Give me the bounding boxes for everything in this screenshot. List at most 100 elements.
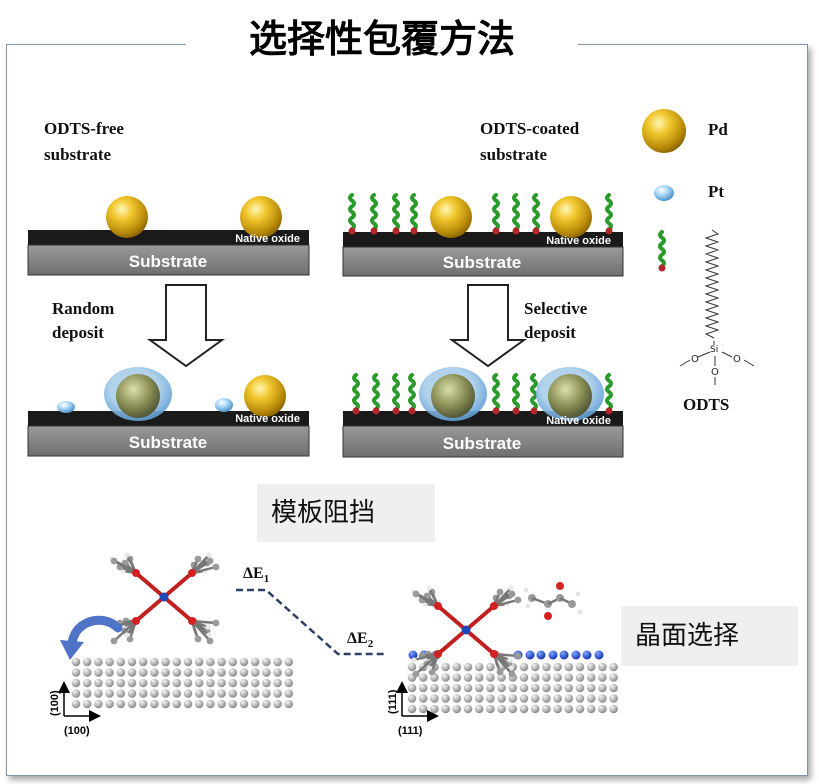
atom [217,657,226,667]
atom [463,683,473,693]
atom [116,699,126,709]
atom [228,678,238,688]
bond [162,571,194,599]
atom [407,662,417,672]
adsorbed-pt-atom [582,650,592,660]
axes-111: (111) (111) [387,681,439,737]
atom [217,689,226,698]
odts-anchor [605,227,613,235]
adsorbed-pt-atom [559,650,569,660]
bond [162,595,194,623]
atom [514,652,522,660]
atom [553,704,562,714]
atom [262,678,271,688]
native-oxide-label: Native oxide [235,233,300,245]
atom [217,668,226,677]
atom [194,699,204,709]
atom [105,657,114,667]
atom [577,609,583,615]
atom [542,673,551,682]
pd-particle [430,196,472,238]
atom [212,619,220,627]
odts-chain [492,193,500,231]
atom [486,694,495,703]
atom [161,657,170,667]
atom [138,657,148,667]
axes-100: (100) (100) [49,681,101,737]
atom [284,668,294,677]
adsorbed-pt-atom [525,650,535,660]
atom [542,662,551,672]
odts-anchor [392,227,400,235]
native-oxide-label: Native oxide [546,235,611,247]
substrate-label: Substrate [443,253,521,272]
atom [82,689,92,698]
oxygen-atom [434,650,442,658]
bond [191,565,217,575]
atom [161,689,170,698]
atom [586,662,596,672]
axis-x-label: (100) [64,725,90,737]
legend-odts-label: ODTS [683,395,729,414]
atom [474,662,484,672]
odts-o-label: O [711,367,719,378]
atom [418,673,428,682]
odts-coated-header-line2: substrate [480,145,548,164]
substrate-label: Substrate [129,252,207,271]
atom [127,678,137,688]
atom [150,657,159,667]
odts-chain [372,373,380,411]
atom [183,678,193,688]
odts-anchor [492,407,500,415]
atom [452,683,462,693]
odts-chain [605,373,613,411]
atom [452,673,462,682]
atom [239,689,249,698]
pd-particle [240,196,282,238]
panel-random-deposit-result: Native oxide Substrate [27,367,310,457]
bond [493,653,513,675]
atom [105,668,114,677]
pd-core [548,374,592,418]
atom [161,699,170,709]
atom [284,699,294,709]
odts-chain [370,193,378,231]
atom [206,557,214,565]
legend-pt-label: Pt [708,182,724,201]
odts-monolayer [352,373,613,415]
panel-odts-coated-before: Native oxide Substrate [342,193,624,277]
atom [138,668,148,677]
atom [598,704,607,714]
adsorbed-pt-atom [536,650,546,660]
odts-anchor [605,407,613,415]
atom [463,694,473,703]
energy-profile-line [236,588,384,656]
atom [564,673,574,682]
odts-chain [410,193,418,231]
atom [428,668,436,676]
atom [553,694,562,703]
atom [519,704,529,714]
atom [206,657,215,667]
atom [228,689,238,698]
atom [82,668,92,677]
bond [415,653,439,675]
atom [598,683,607,693]
selective-deposit-line1: Selective [524,299,588,318]
atom [508,665,514,671]
atom [150,668,159,677]
atom [496,588,504,596]
oxygen-atom [490,602,498,610]
atom [206,689,215,698]
panel-odts-free-before: Native oxide Substrate [27,196,310,276]
atom [564,694,574,703]
atom [126,635,134,643]
atom [172,668,182,677]
rebound-arrow-icon [60,615,123,660]
atom [575,591,581,597]
atom [273,657,282,667]
atom [463,673,473,682]
atom [426,665,432,671]
atom [407,704,417,714]
oxygen-atom [434,602,442,610]
